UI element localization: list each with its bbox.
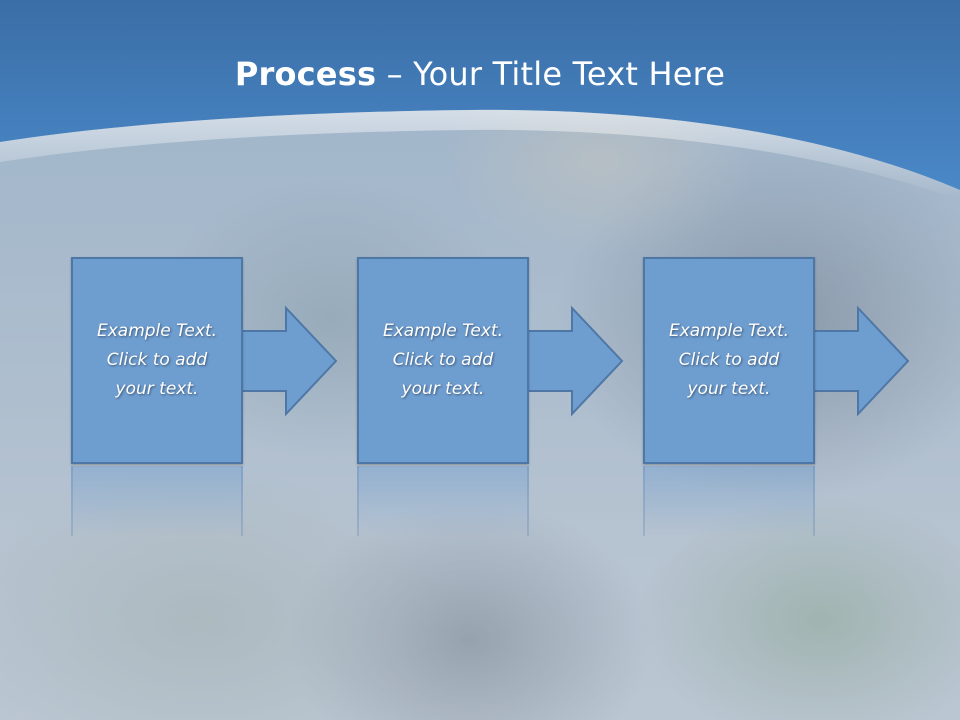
step-2-text: Example Text. Click to add your text. xyxy=(382,321,504,399)
title-banner xyxy=(0,0,960,200)
arrow-right-icon xyxy=(809,305,910,417)
process-step-2[interactable]: Example Text. Click to add your text. xyxy=(357,257,529,464)
step-1-text: Example Text. Click to add your text. xyxy=(96,321,218,399)
arrow-right-icon xyxy=(237,305,338,417)
page-title[interactable]: Process – Your Title Text Here xyxy=(0,52,960,96)
step-3-reflection xyxy=(643,466,815,536)
process-step-1[interactable]: Example Text. Click to add your text. xyxy=(71,257,243,464)
title-bold: Process xyxy=(234,55,377,93)
process-step-3[interactable]: Example Text. Click to add your text. xyxy=(643,257,815,464)
step-1-reflection xyxy=(71,466,243,536)
step-3-text: Example Text. Click to add your text. xyxy=(668,321,790,399)
title-rest: – Your Title Text Here xyxy=(376,55,726,93)
step-2-reflection xyxy=(357,466,529,536)
arrow-right-icon xyxy=(523,305,624,417)
